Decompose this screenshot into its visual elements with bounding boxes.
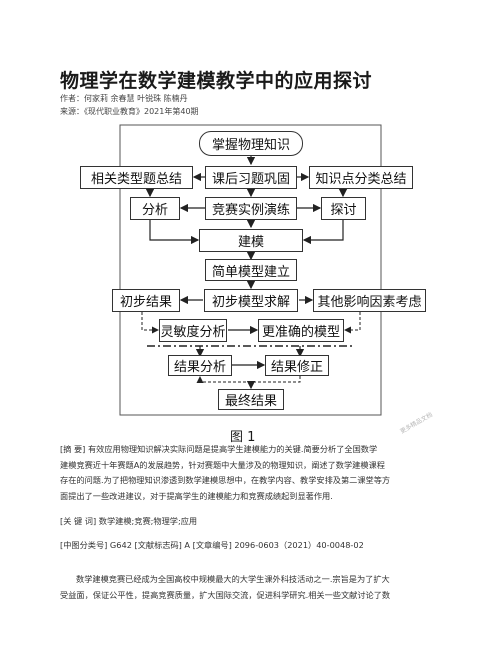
node-knowledge-classification: 知识点分类总结 (309, 166, 413, 189)
body-text: 数学建模竞赛已经成为全国高校中规模最大的大学生课外科技活动之一.宗旨是为了扩大 … (60, 572, 440, 603)
node-preliminary-result: 初步结果 (112, 289, 180, 312)
body-line: 受益面，保证公平性，提高竞赛质量，扩大国际交流，促进科学研究.相关一些文献讨论了… (60, 589, 391, 600)
arrow-n16-n15 (196, 376, 301, 383)
abstract: [摘 要] 有效应用物理知识解决实际问题是提高学生建模能力的关键.简要分析了全国… (60, 442, 440, 504)
node-master-physics: 掌握物理知识 (199, 131, 303, 156)
abstract-line: [摘 要] 有效应用物理知识解决实际问题是提高学生建模能力的关键.简要分析了全国… (60, 444, 378, 454)
node-discussion: 探讨 (321, 197, 366, 220)
figure-caption: 图 1 (230, 430, 256, 445)
abstract-line: 建模竞赛近十年赛题A的发展趋势，针对赛题中大量涉及的物理知识，阐述了数学建模课程 (60, 459, 385, 470)
article-source: 来源：《现代职业教育》2021年第40期 (60, 107, 199, 116)
arrow-n5-n8 (149, 220, 200, 245)
arrow-n7-n8 (302, 220, 344, 245)
abstract-line: 存在的问题.为了把物理知识渗透到数学建模思想中，在教学内容、教学安排及第二课堂等… (60, 475, 391, 485)
body-line: 数学建模竞赛已经成为全国高校中规模最大的大学生课外科技活动之一.宗旨是为了扩大 (76, 574, 390, 584)
node-result-correction: 结果修正 (265, 355, 329, 376)
node-other-factors: 其他影响因素考虑 (313, 289, 426, 312)
arrow-n10-n13 (141, 312, 159, 334)
node-homework-review: 课后习题巩固 (205, 166, 297, 189)
article-title: 物理学在数学建模教学中的应用探讨 (60, 70, 373, 92)
node-modeling: 建模 (199, 229, 303, 252)
node-simple-model: 简单模型建立 (205, 259, 297, 281)
keywords: [关 键 词] 数学建模;竞赛;物理学;应用 (60, 516, 198, 526)
figure-frame (119, 124, 382, 416)
node-result-analysis: 结果分析 (168, 355, 232, 376)
node-analysis: 分析 (130, 197, 180, 220)
node-more-accurate-model: 更准确的模型 (258, 319, 344, 342)
article-authors: 作者：何家莉 余春慧 叶锐珠 陈楠丹 (60, 94, 188, 103)
classification: [中图分类号] G642 [文献标志码] A [文章编号] 2096-0603（… (60, 540, 364, 550)
node-competition-practice: 竞赛实例演练 (205, 197, 297, 220)
node-sensitivity-analysis: 灵敏度分析 (159, 319, 227, 342)
node-related-problem-summary: 相关类型题总结 (80, 166, 193, 189)
node-preliminary-solution: 初步模型求解 (204, 289, 298, 312)
abstract-line: 面提出了一些改进建议，对于提高学生的建模能力和竞赛成绩起到显著作用. (60, 490, 333, 501)
arrow-n12-n14 (344, 312, 361, 334)
node-final-result: 最终结果 (218, 389, 284, 410)
